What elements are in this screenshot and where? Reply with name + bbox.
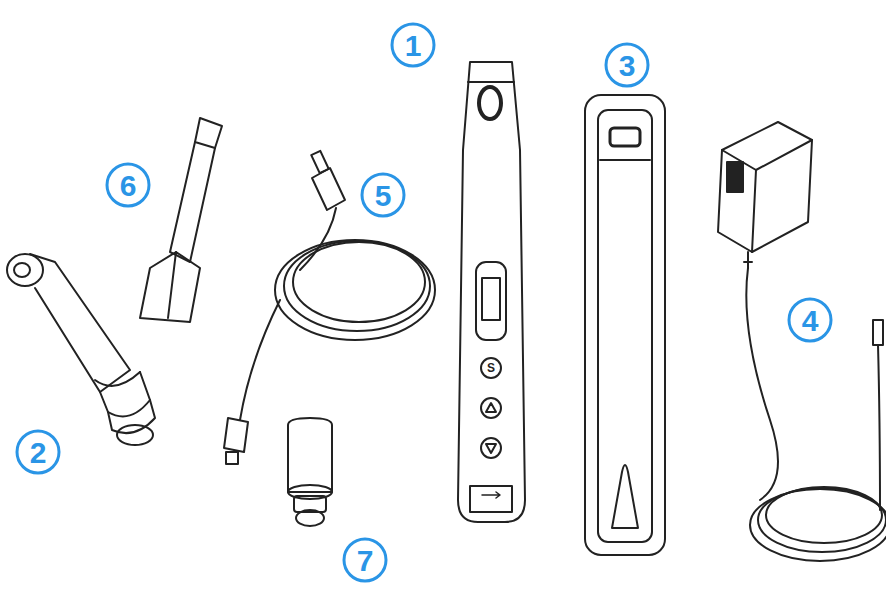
callout-number: 5 (375, 181, 392, 211)
callout-circles (17, 24, 831, 581)
head-attachment (140, 118, 222, 322)
charging-base (585, 95, 665, 555)
contra-angle (7, 254, 155, 445)
callout-number: 6 (120, 171, 137, 201)
callout-number: 7 (357, 546, 374, 576)
callout-number: 1 (405, 31, 422, 61)
callout-number: 3 (619, 51, 636, 81)
adapter-piece (288, 418, 332, 526)
usb-cable (224, 151, 435, 464)
callout-number: 2 (30, 438, 47, 468)
motor-handpiece (458, 62, 525, 522)
button-symbol: S (487, 362, 495, 374)
power-adapter (718, 122, 886, 561)
callout-number: 4 (802, 306, 819, 336)
